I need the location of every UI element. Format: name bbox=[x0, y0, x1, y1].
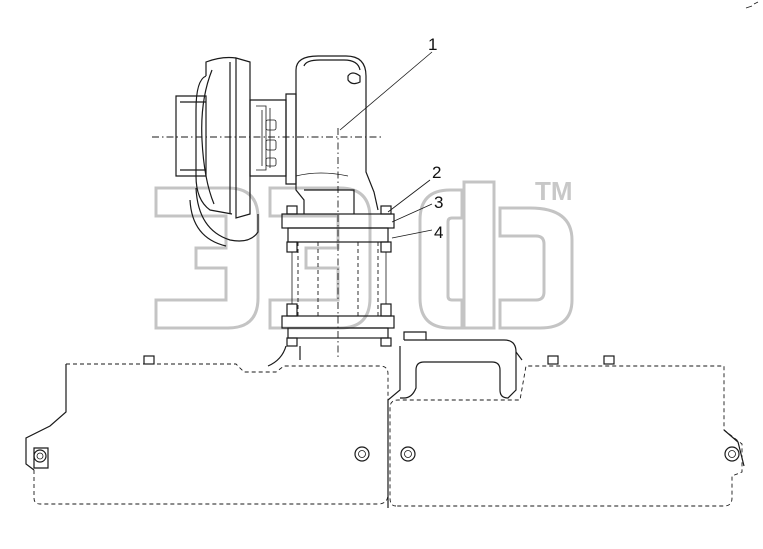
callout-4: 4 bbox=[391, 223, 443, 242]
support-pipe bbox=[267, 345, 301, 367]
callout-label-2: 2 bbox=[432, 163, 441, 182]
corner-mark bbox=[745, 1, 759, 9]
callout-2: 2 bbox=[387, 163, 441, 213]
callout-label-4: 4 bbox=[434, 223, 443, 242]
mounting-bracket bbox=[387, 331, 523, 508]
callout-1: 1 bbox=[339, 35, 437, 131]
exhaust-manifold-left bbox=[25, 355, 389, 505]
flange-bolts bbox=[286, 205, 392, 347]
exhaust-manifold-right bbox=[389, 355, 745, 507]
turbine-housing bbox=[295, 55, 379, 214]
watermark-logo: TM bbox=[154, 176, 574, 330]
callout-label-1: 1 bbox=[428, 35, 437, 54]
watermark-tm-label: TM bbox=[535, 176, 573, 206]
bearing-housing bbox=[249, 93, 297, 185]
callout-3: 3 bbox=[391, 193, 443, 223]
compressor-housing bbox=[175, 56, 259, 247]
callout-label-3: 3 bbox=[434, 193, 443, 212]
